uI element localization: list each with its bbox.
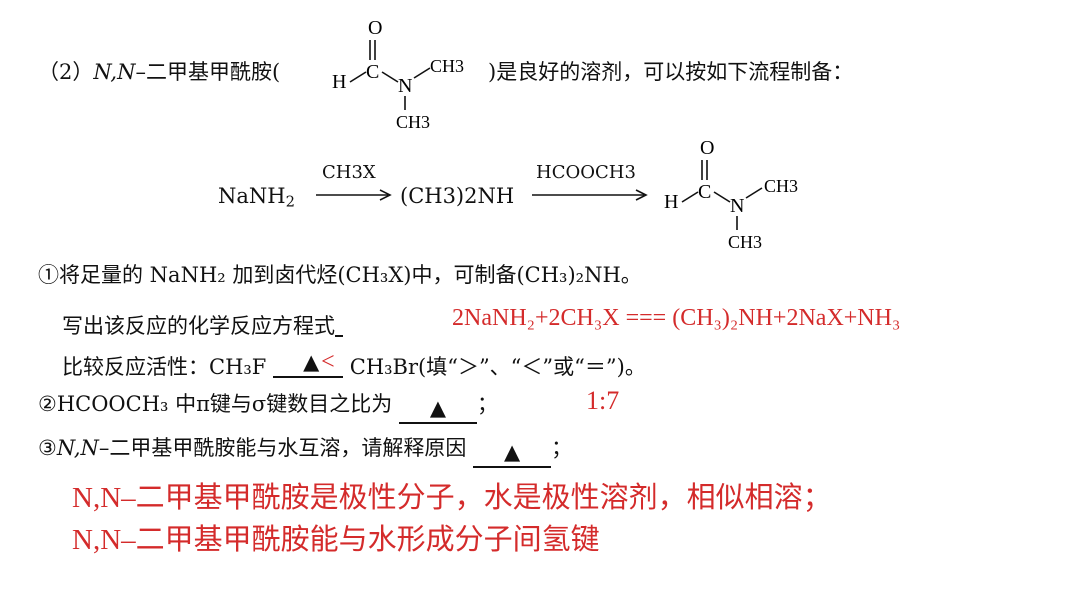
part3-suffix: ；: [551, 436, 573, 460]
flow-middle: (CH3)2NH: [400, 184, 515, 208]
product-ch3-bottom: CH3: [728, 232, 762, 252]
part3-name-prefix: N,N: [56, 436, 99, 460]
product-o: O: [700, 137, 714, 159]
blank-marker: ▲: [303, 350, 320, 374]
product-n: N: [730, 195, 744, 217]
part1-line3: 比较反应活性：CH₃F ▲ < CH₃Br(填“＞”、“＜”或“＝”)。: [62, 349, 646, 379]
compound-name-prefix: N,N: [93, 60, 136, 84]
flow-start: NaNH2: [218, 184, 295, 210]
part3-text: –二甲基甲酰胺能与水互溶，请解释原因: [98, 436, 467, 460]
question-2-header: （2）N,N–二甲基甲酰胺(: [38, 62, 280, 83]
part2-line: ②HCOOCH₃ 中π键与σ键数目之比为 ▲ ；: [38, 394, 498, 424]
struct-n: N: [398, 75, 412, 97]
part1-compare-blank: ▲ <: [273, 349, 344, 378]
answer-equation: 2NaNH₂+2CH₃X === (CH₃)₂NH+2NaX+NH₃: [452, 305, 901, 331]
part1-equation-label: 写出该反应的化学反应方程式: [62, 314, 335, 338]
struct-h: H: [332, 71, 346, 93]
flow-reagent-2: HCOOCH3: [536, 162, 636, 183]
question-2-header-rest: )是良好的溶剂，可以按如下流程制备：: [488, 60, 854, 84]
part2-text: ②HCOOCH₃ 中π键与σ键数目之比为: [38, 392, 393, 416]
struct-cn-bond: [381, 71, 399, 83]
struct-o: O: [368, 17, 382, 39]
compound-name: –二甲基甲酰胺(: [135, 60, 281, 84]
part1-compare-prefix: 比较反应活性：CH₃F: [62, 355, 267, 379]
dmf-structure-product: O C H N CH3 CH3: [664, 137, 798, 252]
struct-ch3-bottom: CH3: [396, 112, 430, 132]
part1-line1: ①将足量的 NaNH₂ 加到卤代烃(CH₃X)中，可制备(CH₃)₂NH。: [38, 263, 642, 287]
dmf-structure-inline: O C H N CH3 CH3: [332, 17, 464, 132]
struct-h-bond: [349, 71, 367, 83]
part1-equation-blank: [335, 311, 343, 337]
product-h-bond: [681, 191, 699, 203]
flow-start-sub: 2: [285, 193, 295, 211]
part3-line: ③N,N–二甲基甲酰胺能与水互溶，请解释原因 ▲ ；: [38, 438, 572, 468]
struct-c: C: [366, 61, 379, 83]
part3-number: ③: [38, 436, 57, 460]
question-number: （2）: [38, 60, 94, 84]
part2-suffix: ；: [476, 392, 498, 416]
answer-compare: <: [321, 349, 335, 375]
answer-ratio: 1:7: [586, 386, 620, 415]
product-ch3-top: CH3: [764, 176, 798, 196]
product-n-ch3-top-bond: [745, 187, 763, 199]
product-c: C: [698, 181, 711, 203]
part1-compare-suffix: CH₃Br(填“＞”、“＜”或“＝”)。: [349, 355, 646, 379]
part1-line2: 写出该反应的化学反应方程式: [62, 311, 343, 337]
flow-arrow-1: [316, 189, 392, 201]
part3-blank: ▲: [473, 440, 552, 468]
flow-arrow-2: [532, 189, 648, 201]
flow-start-text: NaNH: [218, 184, 286, 208]
answer-reason-line1: N,N–二甲基甲酰胺是极性分子，水是极性溶剂，相似相溶；: [72, 482, 832, 514]
struct-n-ch3-top-bond: [413, 67, 431, 79]
part2-blank: ▲: [398, 396, 477, 424]
product-cn-bond: [713, 191, 731, 203]
blank-marker: ▲: [429, 396, 447, 420]
answer-reason-line2: N,N–二甲基甲酰胺能与水形成分子间氢键: [72, 524, 600, 556]
flow-reagent-1: CH3X: [322, 162, 376, 183]
product-h: H: [664, 191, 678, 213]
blank-marker: ▲: [504, 440, 521, 464]
struct-ch3-top: CH3: [430, 56, 464, 76]
